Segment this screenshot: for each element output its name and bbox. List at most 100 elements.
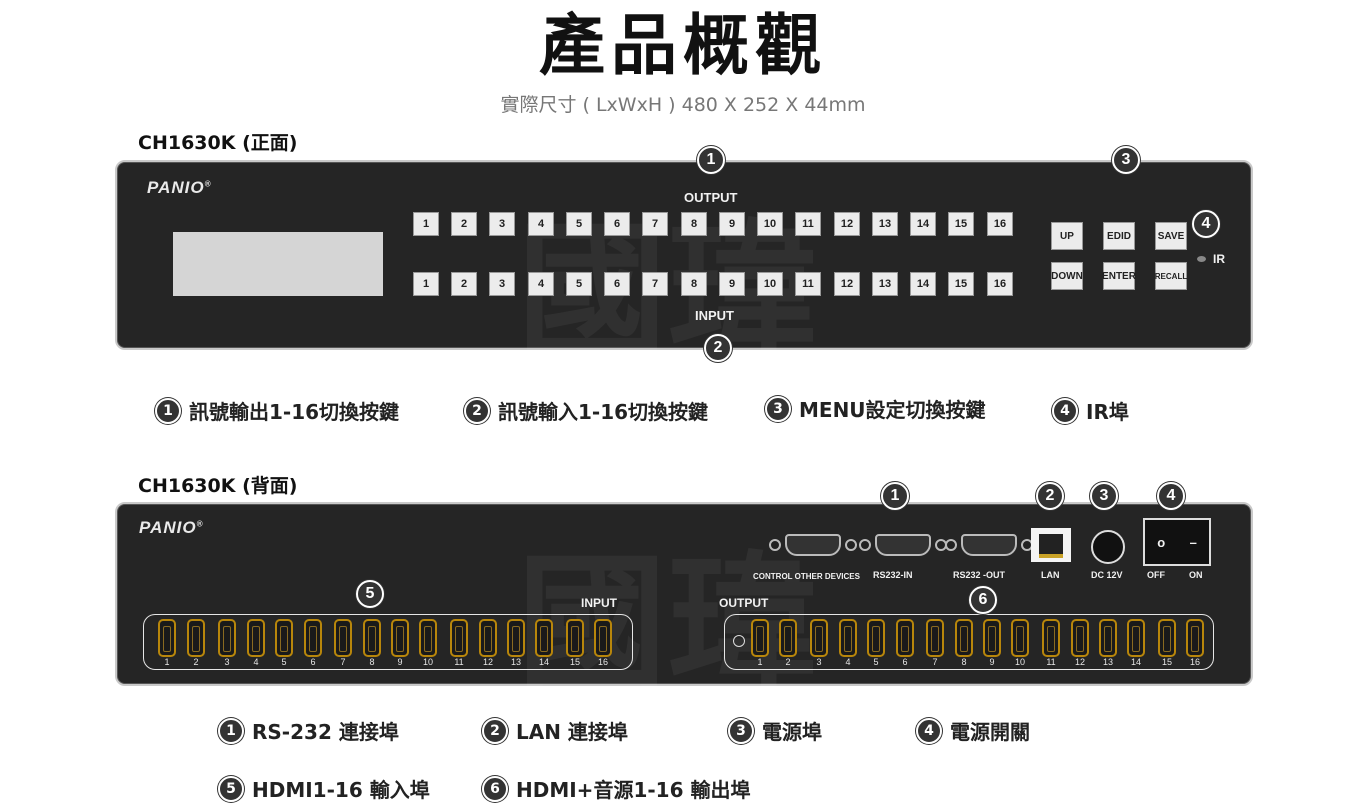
output-key-9[interactable]: 9 bbox=[719, 212, 745, 236]
hdmi-input-port-13[interactable] bbox=[507, 619, 525, 657]
input-key-10[interactable]: 10 bbox=[757, 272, 783, 296]
hdmi-input-port-9[interactable] bbox=[391, 619, 409, 657]
hdmi-input-port-6[interactable] bbox=[304, 619, 322, 657]
output-key-12[interactable]: 12 bbox=[834, 212, 860, 236]
input-key-16[interactable]: 16 bbox=[987, 272, 1013, 296]
legend-badge: 6 bbox=[482, 775, 508, 802]
ir-label: IR bbox=[1213, 252, 1225, 266]
hdmi-output-port-2[interactable] bbox=[779, 619, 797, 657]
hdmi-input-port-15[interactable] bbox=[566, 619, 584, 657]
hdmi-output-port-16[interactable] bbox=[1186, 619, 1204, 657]
input-label: INPUT bbox=[695, 308, 734, 323]
rear-legend-4: 4 電源開關 bbox=[916, 716, 1030, 745]
output-key-1[interactable]: 1 bbox=[413, 212, 439, 236]
hdmi-input-port-10[interactable] bbox=[419, 619, 437, 657]
hdmi-output-port-13[interactable] bbox=[1099, 619, 1117, 657]
output-key-11[interactable]: 11 bbox=[795, 212, 821, 236]
hdmi-input-port-2[interactable] bbox=[187, 619, 205, 657]
hdmi-input-port-12[interactable] bbox=[479, 619, 497, 657]
input-key-14[interactable]: 14 bbox=[910, 272, 936, 296]
legend-text: MENU設定切換按鍵 bbox=[799, 398, 986, 422]
output-key-13[interactable]: 13 bbox=[872, 212, 898, 236]
hdmi-output-port-1[interactable] bbox=[751, 619, 769, 657]
port-number: 7 bbox=[340, 657, 346, 667]
port-number: 2 bbox=[193, 657, 199, 667]
hdmi-output-port-15[interactable] bbox=[1158, 619, 1176, 657]
hdmi-input-port-3[interactable] bbox=[218, 619, 236, 657]
output-label: OUTPUT bbox=[684, 190, 738, 205]
control-devices-label: CONTROL OTHER DEVICES bbox=[753, 572, 860, 581]
output-key-15[interactable]: 15 bbox=[948, 212, 974, 236]
input-key-9[interactable]: 9 bbox=[719, 272, 745, 296]
input-key-4[interactable]: 4 bbox=[528, 272, 554, 296]
output-key-4[interactable]: 4 bbox=[528, 212, 554, 236]
output-key-5[interactable]: 5 bbox=[566, 212, 592, 236]
on-label: ON bbox=[1189, 570, 1203, 580]
output-key-10[interactable]: 10 bbox=[757, 212, 783, 236]
hdmi-input-port-16[interactable] bbox=[594, 619, 612, 657]
port-number: 3 bbox=[224, 657, 230, 667]
hdmi-input-port-1[interactable] bbox=[158, 619, 176, 657]
hdmi-output-port-7[interactable] bbox=[926, 619, 944, 657]
edid-button[interactable]: EDID bbox=[1103, 222, 1135, 250]
off-label: OFF bbox=[1147, 570, 1165, 580]
hdmi-output-port-9[interactable] bbox=[983, 619, 1001, 657]
hdmi-input-port-7[interactable] bbox=[334, 619, 352, 657]
input-key-13[interactable]: 13 bbox=[872, 272, 898, 296]
input-key-1[interactable]: 1 bbox=[413, 272, 439, 296]
save-button[interactable]: SAVE bbox=[1155, 222, 1187, 250]
hdmi-input-port-8[interactable] bbox=[363, 619, 381, 657]
hdmi-output-port-4[interactable] bbox=[839, 619, 857, 657]
port-number: 1 bbox=[164, 657, 170, 667]
output-key-8[interactable]: 8 bbox=[681, 212, 707, 236]
legend-text: LAN 連接埠 bbox=[516, 720, 628, 744]
input-key-2[interactable]: 2 bbox=[451, 272, 477, 296]
rs232-out-label: RS232 -OUT bbox=[953, 570, 1006, 580]
hdmi-output-port-14[interactable] bbox=[1127, 619, 1145, 657]
hdmi-output-port-3[interactable] bbox=[810, 619, 828, 657]
lan-label: LAN bbox=[1041, 570, 1060, 580]
control-devices-port[interactable] bbox=[769, 534, 857, 556]
hdmi-input-group: 1 2 3 4 5 6 7 8 9 10 11 12 13 14 15 16 bbox=[143, 614, 633, 670]
enter-button[interactable]: ENTER bbox=[1102, 262, 1136, 290]
hdmi-output-port-10[interactable] bbox=[1011, 619, 1029, 657]
output-key-14[interactable]: 14 bbox=[910, 212, 936, 236]
output-key-16[interactable]: 16 bbox=[987, 212, 1013, 236]
input-key-3[interactable]: 3 bbox=[489, 272, 515, 296]
input-key-6[interactable]: 6 bbox=[604, 272, 630, 296]
input-key-8[interactable]: 8 bbox=[681, 272, 707, 296]
up-button[interactable]: UP bbox=[1051, 222, 1083, 250]
input-key-15[interactable]: 15 bbox=[948, 272, 974, 296]
dc-power-jack[interactable] bbox=[1091, 530, 1125, 564]
hdmi-output-port-5[interactable] bbox=[867, 619, 885, 657]
legend-text: HDMI+音源1-16 輸出埠 bbox=[516, 778, 751, 802]
hdmi-output-port-8[interactable] bbox=[955, 619, 973, 657]
down-button[interactable]: DOWN bbox=[1051, 262, 1083, 290]
input-key-5[interactable]: 5 bbox=[566, 272, 592, 296]
rear-legend-1: 1 RS-232 連接埠 bbox=[218, 716, 399, 745]
power-switch[interactable]: o – bbox=[1143, 518, 1211, 566]
output-key-6[interactable]: 6 bbox=[604, 212, 630, 236]
output-key-7[interactable]: 7 bbox=[642, 212, 668, 236]
port-number: 8 bbox=[961, 657, 967, 667]
output-key-3[interactable]: 3 bbox=[489, 212, 515, 236]
hdmi-input-port-14[interactable] bbox=[535, 619, 553, 657]
hdmi-output-group: 1 2 3 4 5 6 7 8 9 10 11 12 13 14 15 16 bbox=[724, 614, 1214, 670]
input-key-11[interactable]: 11 bbox=[795, 272, 821, 296]
hdmi-input-port-4[interactable] bbox=[247, 619, 265, 657]
input-key-7[interactable]: 7 bbox=[642, 272, 668, 296]
port-number: 14 bbox=[538, 657, 549, 667]
hdmi-input-port-11[interactable] bbox=[450, 619, 468, 657]
front-legend-3: 3 MENU設定切換按鍵 bbox=[765, 394, 986, 423]
hdmi-output-port-12[interactable] bbox=[1071, 619, 1089, 657]
ground-screw-icon bbox=[733, 635, 745, 647]
lan-port[interactable] bbox=[1031, 528, 1071, 562]
rs232-in-port[interactable] bbox=[859, 534, 947, 556]
rs232-out-port[interactable] bbox=[945, 534, 1033, 556]
input-key-12[interactable]: 12 bbox=[834, 272, 860, 296]
output-key-2[interactable]: 2 bbox=[451, 212, 477, 236]
recall-button[interactable]: RECALL bbox=[1155, 262, 1187, 290]
hdmi-output-port-11[interactable] bbox=[1042, 619, 1060, 657]
hdmi-output-port-6[interactable] bbox=[896, 619, 914, 657]
hdmi-input-port-5[interactable] bbox=[275, 619, 293, 657]
